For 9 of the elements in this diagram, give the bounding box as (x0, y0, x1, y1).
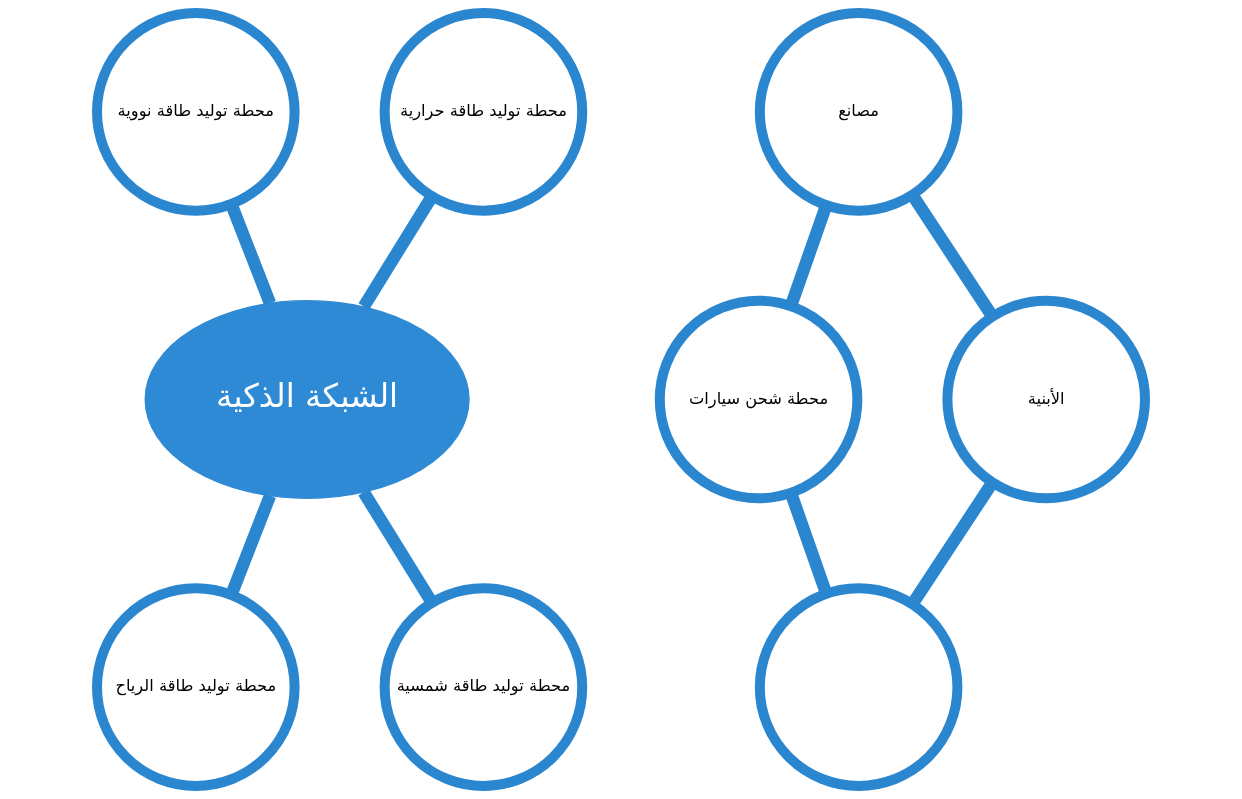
node-circle: الأبنية (942, 295, 1150, 504)
node-circle: محطة شحن سيارات (654, 295, 863, 504)
node-circle (754, 583, 963, 791)
node-circle: محطة توليد طاقة الرياح (92, 583, 300, 791)
node-circle: محطة توليد طاقة حرارية (379, 8, 588, 216)
node-circle: محطة توليد طاقة نووية (92, 8, 300, 216)
node-ellipse: الشبكة الذكية (144, 300, 470, 499)
node-circle: محطة توليد طاقة شمسية (379, 583, 588, 791)
node-circle: مصانع (754, 8, 963, 216)
